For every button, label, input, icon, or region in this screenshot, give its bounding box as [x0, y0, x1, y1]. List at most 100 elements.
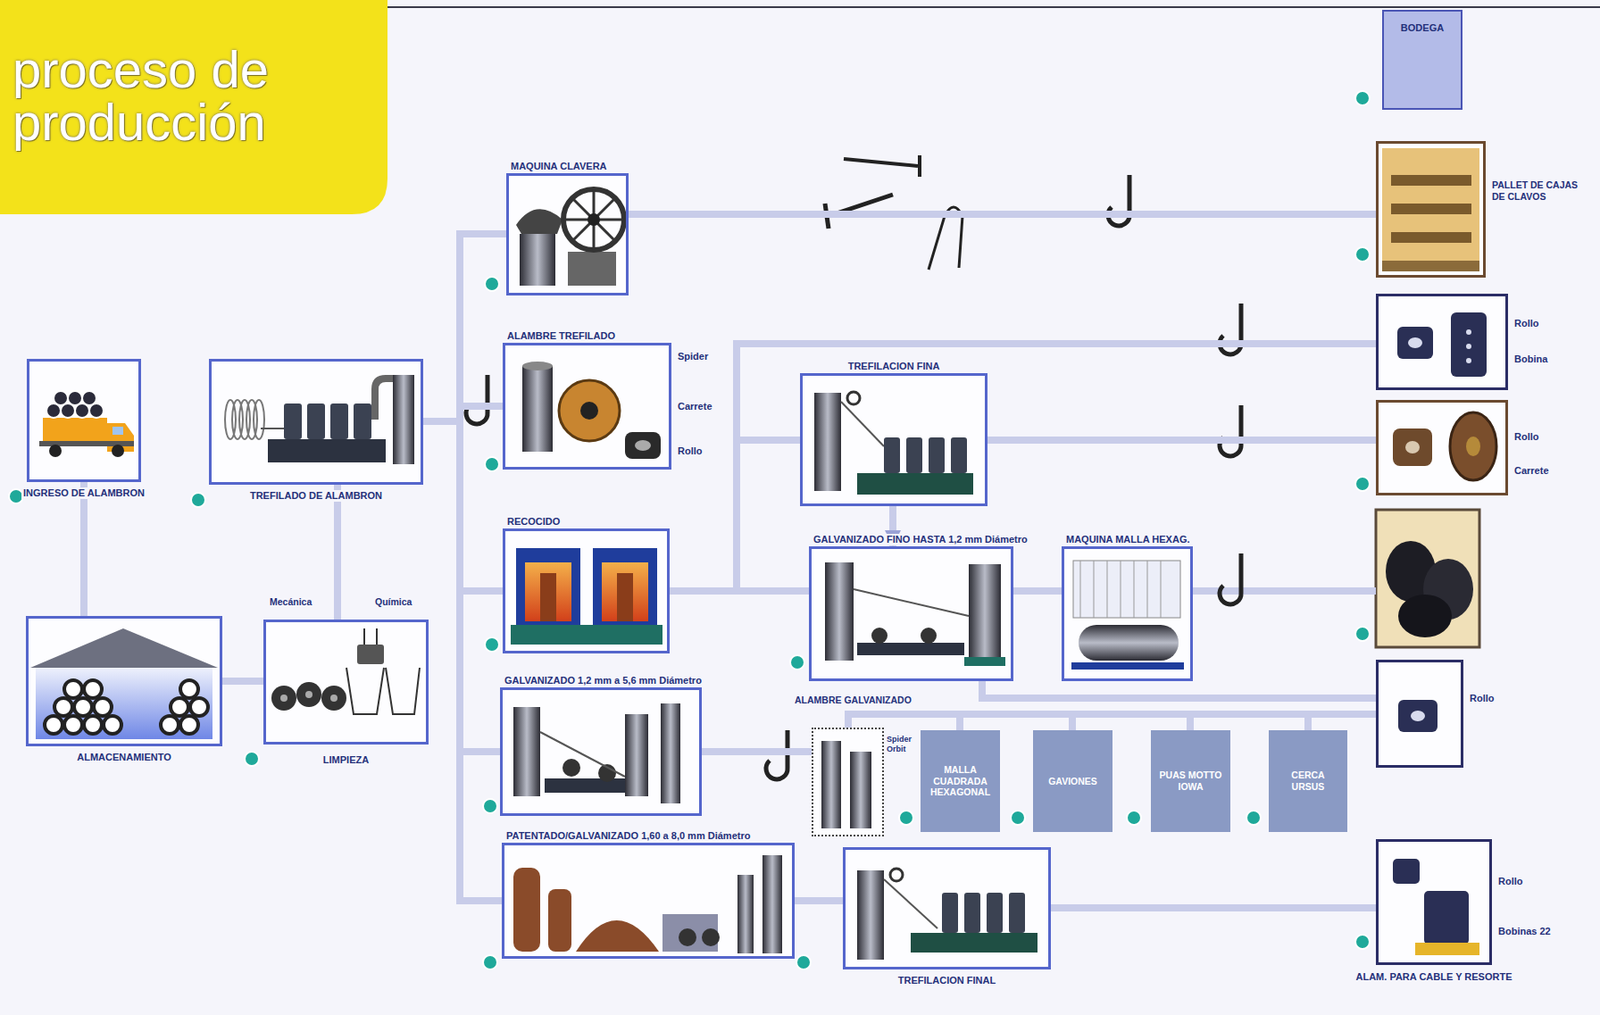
process-box: PATENTADO/GALVANIZADO 1,60 a 8,0 mm Diám… — [501, 842, 795, 959]
annotation-label: Mecánica — [267, 596, 314, 609]
coil — [54, 698, 73, 717]
roller-hub — [280, 694, 288, 702]
box-label: MAQUINA CLAVERA — [508, 160, 609, 173]
callout-dot — [484, 276, 500, 292]
coil — [180, 680, 199, 699]
wire — [841, 401, 884, 447]
box-fills — [25, 141, 1509, 970]
process-box: INGRESO DE ALAMBRON — [26, 358, 142, 483]
text-wrap: MAQUINA MALLA HEXAG. — [1064, 530, 1192, 547]
text-wrap: CERCA URSUS — [1270, 732, 1346, 831]
mesh-line — [1107, 560, 1109, 618]
block — [330, 403, 349, 440]
box-label: Rollo — [1467, 692, 1497, 705]
process-box: PUAS MOTTO IOWA — [1150, 730, 1231, 833]
connector — [628, 210, 1376, 218]
box-fill — [1375, 141, 1486, 278]
mesh-roll — [1398, 594, 1452, 638]
nail-shaft — [843, 158, 918, 167]
box-fill — [1375, 839, 1492, 966]
bobbin-dot — [1466, 329, 1472, 335]
process-box: BODEGA — [1382, 9, 1463, 110]
machine-base — [910, 933, 1038, 953]
wire — [260, 427, 284, 430]
hook — [1219, 405, 1242, 457]
hoist — [363, 628, 366, 645]
roof — [30, 628, 218, 668]
spider — [821, 741, 842, 829]
text-wrap: MALLA CUADRADA HEXAGONAL — [922, 732, 999, 831]
coil — [64, 716, 83, 734]
coil-eye — [634, 440, 651, 451]
wire — [540, 732, 625, 777]
spool-core — [1466, 436, 1481, 457]
pay-off — [513, 867, 541, 952]
wheel — [49, 444, 62, 458]
furnace — [592, 548, 658, 625]
text-wrap: TREFILADO DE ALAMBRON — [248, 486, 384, 503]
box-label: ALMACENAMIENTO — [75, 751, 174, 764]
coil — [160, 716, 179, 734]
pulley — [890, 868, 903, 882]
galvanizing-line — [513, 703, 681, 804]
spider — [522, 366, 553, 452]
callout-dot — [790, 655, 805, 670]
process-box: MAQUINA MALLA HEXAG. — [1061, 546, 1193, 682]
mesh-line — [1080, 560, 1082, 618]
connector — [848, 714, 1376, 728]
coil — [83, 716, 102, 734]
text-wrap: Carrete — [675, 397, 715, 414]
coil-eye — [1410, 710, 1425, 722]
roller — [701, 928, 720, 947]
mesh-line — [1147, 560, 1149, 618]
text-wrap: GALVANIZADO 1,2 mm a 5,6 mm Diámetro — [502, 671, 704, 688]
text-wrap: ALAMBRE TREFILADO — [505, 326, 617, 343]
text-wrap: TREFILACION FINA — [846, 357, 942, 374]
truck-icon — [39, 391, 134, 458]
box-label: RECOCIDO — [505, 516, 562, 528]
furnace-hump — [575, 920, 659, 952]
annotation-label: Química — [373, 596, 414, 609]
box-label: GALVANIZADO FINO HASTA 1,2 mm Diámetro — [811, 533, 1030, 546]
callout-dot — [483, 955, 498, 970]
wire — [853, 589, 969, 617]
connector — [794, 897, 843, 905]
connector — [701, 748, 812, 756]
process-box: LIMPIEZA — [263, 619, 429, 745]
text-wrap: Mecánica — [267, 592, 314, 609]
callout-dot — [1355, 476, 1370, 492]
connector — [423, 421, 502, 901]
process-box: Rollo — [1375, 659, 1464, 768]
process-box: TREFILADO DE ALAMBRON — [208, 358, 424, 485]
block — [941, 892, 959, 934]
block — [883, 437, 900, 474]
coil — [67, 391, 83, 406]
nail-machine — [516, 189, 625, 286]
text-wrap: GALVANIZADO FINO HASTA 1,2 mm Diámetro — [811, 530, 1030, 547]
mesh-roll — [1078, 625, 1179, 661]
furnace-base — [510, 625, 663, 645]
coil-stack — [616, 573, 634, 622]
pulley — [847, 391, 860, 405]
patenting-line — [513, 855, 783, 954]
callout-dot — [1355, 247, 1370, 262]
box-fill — [842, 847, 1051, 970]
mesh-line — [1120, 560, 1122, 618]
machine-body — [519, 233, 556, 286]
coil-stack — [540, 573, 557, 622]
box-label: Bobina — [1512, 353, 1550, 366]
connector — [669, 587, 809, 595]
text-wrap: Química — [373, 592, 414, 609]
pay-off — [548, 889, 572, 952]
box-fill — [502, 342, 672, 470]
coil — [625, 432, 661, 459]
coil — [83, 680, 102, 699]
text-wrap: PALLET DE CAJAS DE CLAVOS — [1490, 179, 1587, 204]
furnace-fire — [601, 562, 649, 622]
coil-eye — [1405, 441, 1420, 454]
spider-top — [522, 361, 553, 371]
box-row — [1391, 203, 1472, 215]
roller — [271, 685, 297, 711]
